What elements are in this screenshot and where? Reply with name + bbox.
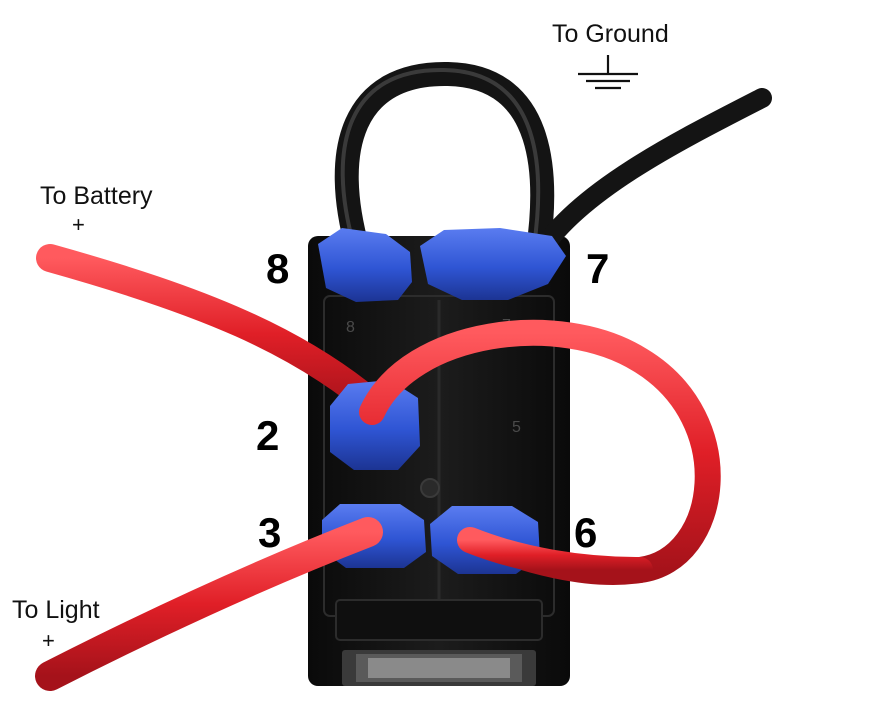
svg-text:8: 8 xyxy=(346,319,355,336)
ground-symbol-icon xyxy=(578,55,638,90)
label-to-light: To Light xyxy=(12,596,100,624)
black-wire-ground xyxy=(530,88,772,262)
label-to-battery: To Battery xyxy=(40,182,153,210)
pin-label-6: 6 xyxy=(574,509,598,556)
label-to-ground: To Ground xyxy=(552,20,669,48)
pin-label-3: 3 xyxy=(258,509,282,556)
label-battery-positive: + xyxy=(72,212,85,237)
pin-label-7: 7 xyxy=(586,245,610,292)
pin-label-8: 8 xyxy=(266,245,290,292)
svg-text:5: 5 xyxy=(512,419,521,436)
pin-label-2: 2 xyxy=(256,412,280,459)
black-wire-jumper xyxy=(334,61,555,262)
connector-7 xyxy=(420,228,566,300)
red-wire-battery xyxy=(36,244,394,424)
connector-8 xyxy=(318,228,412,302)
red-wire-light xyxy=(35,517,383,691)
connector-2 xyxy=(330,380,420,470)
label-light-positive: + xyxy=(42,628,55,653)
